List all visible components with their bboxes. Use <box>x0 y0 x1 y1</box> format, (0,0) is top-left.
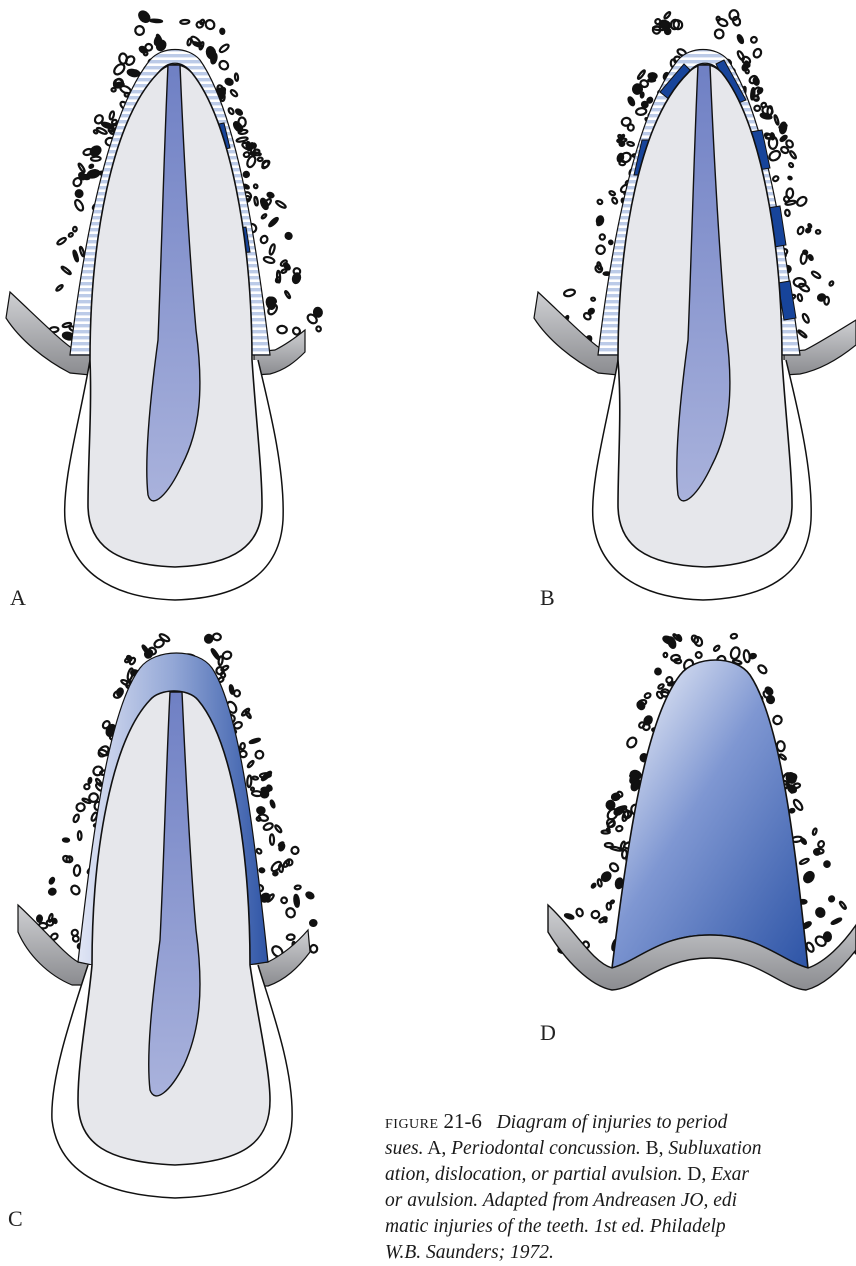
panel-ref-a: A, <box>427 1138 446 1159</box>
bone-trabecula-icon <box>284 232 292 240</box>
bone-trabecula-icon <box>275 200 286 209</box>
bone-trabecula-icon <box>824 932 831 941</box>
bone-trabecula-icon <box>89 164 94 168</box>
bone-trabecula-icon <box>640 92 643 97</box>
bone-trabecula-icon <box>213 633 222 641</box>
bone-trabecula-icon <box>310 920 317 926</box>
figure-number: 21-6 <box>443 1109 482 1133</box>
bone-trabecula-icon <box>664 11 672 19</box>
bone-trabecula-icon <box>37 915 42 922</box>
figure-word: figure <box>385 1112 439 1133</box>
caption-line: sues. A, Periodontal concussion. B, Subl… <box>385 1136 856 1162</box>
caption-line: W.B. Saunders; 1972. <box>385 1240 856 1266</box>
bone-trabecula-icon <box>88 778 92 784</box>
bone-trabecula-icon <box>257 807 265 814</box>
bone-trabecula-icon <box>63 838 69 842</box>
bone-trabecula-icon <box>220 28 225 34</box>
bone-trabecula-icon <box>244 172 249 177</box>
caption-text: Subluxation <box>668 1138 761 1159</box>
caption-line: matic injuries of the teeth. 1st ed. Phi… <box>385 1214 856 1240</box>
bone-trabecula-icon <box>48 888 56 896</box>
bone-trabecula-icon <box>789 150 797 159</box>
bone-trabecula-icon <box>611 793 620 801</box>
panel-c: C <box>8 630 318 1231</box>
bone-trabecula-icon <box>824 861 830 867</box>
bone-trabecula-icon <box>316 326 322 332</box>
panel-label-c: C <box>8 1206 23 1231</box>
bone-trabecula-icon <box>655 19 661 25</box>
caption-text: Periodontal concussion. <box>451 1138 641 1159</box>
bone-trabecula-icon <box>816 230 821 234</box>
bone-trabecula-icon <box>291 846 300 855</box>
bone-trabecula-icon <box>808 224 812 228</box>
panel-label-d: D <box>540 1020 556 1045</box>
caption-line: figure 21-6 Diagram of injuries to perio… <box>385 1108 856 1136</box>
panel-ref-b: B, <box>646 1138 664 1159</box>
bone-trabecula-icon <box>281 269 287 274</box>
panel-ref-d: D, <box>687 1164 706 1185</box>
bone-trabecula-icon <box>779 122 787 134</box>
bone-trabecula-icon <box>204 634 213 643</box>
caption-text: Exar <box>711 1164 749 1185</box>
bone-trabecula-icon <box>824 297 829 305</box>
bone-trabecula-icon <box>607 828 610 831</box>
bone-trabecula-icon <box>839 901 847 910</box>
bone-trabecula-icon <box>259 868 265 873</box>
bone-trabecula-icon <box>261 787 269 792</box>
caption-line: ation, dislocation, or partial avulsion.… <box>385 1162 856 1188</box>
bone-trabecula-icon <box>603 917 607 922</box>
bone-trabecula-icon <box>619 141 625 146</box>
caption-text: W.B. Saunders; 1972. <box>385 1242 554 1263</box>
bone-trabecula-icon <box>267 192 274 198</box>
bone-trabecula-icon <box>277 326 287 334</box>
panel-label-a: A <box>10 585 26 610</box>
bone-trabecula-icon <box>828 895 835 902</box>
panel-d: D <box>540 630 856 1045</box>
bone-trabecula-icon <box>606 800 615 809</box>
bone-trabecula-icon <box>750 36 758 44</box>
dental-injury-diagram: A B <box>0 0 856 1238</box>
bone-trabecula-icon <box>788 176 792 180</box>
caption-line: or avulsion. Adapted from Andreasen JO, … <box>385 1188 856 1214</box>
bone-trabecula-icon <box>294 895 300 907</box>
bone-trabecula-icon <box>811 270 821 279</box>
bone-trabecula-icon <box>150 19 162 22</box>
panel-label-b: B <box>540 585 555 610</box>
caption-text: ation, dislocation, or partial avulsion. <box>385 1164 682 1185</box>
bone-trabecula-icon <box>53 918 58 923</box>
panel-a: A <box>6 9 323 610</box>
bone-trabecula-icon <box>310 945 318 954</box>
caption-text: matic injuries of the teeth. 1st ed. Phi… <box>385 1216 726 1237</box>
bone-trabecula-icon <box>795 195 808 207</box>
bone-trabecula-icon <box>648 73 656 79</box>
bone-trabecula-icon <box>305 891 314 899</box>
bone-trabecula-icon <box>608 240 613 245</box>
bone-trabecula-icon <box>293 267 301 275</box>
bone-trabecula-icon <box>789 808 794 813</box>
bone-trabecula-icon <box>829 281 834 287</box>
panel-b: B <box>534 10 856 610</box>
caption-text: or avulsion. Adapted from Andreasen JO, … <box>385 1190 737 1211</box>
bone-trabecula-icon <box>655 668 661 674</box>
caption-text: sues. <box>385 1138 423 1159</box>
bone-trabecula-icon <box>229 685 234 694</box>
figure-caption: figure 21-6 Diagram of injuries to perio… <box>385 1108 856 1266</box>
caption-text: Diagram of injuries to period <box>497 1112 728 1133</box>
bone-trabecula-icon <box>808 254 814 260</box>
